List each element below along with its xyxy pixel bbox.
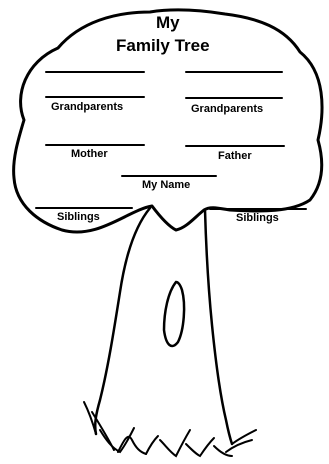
title-line-my: My	[156, 14, 180, 31]
tree-trunk-right-edge	[205, 210, 232, 444]
trunk-knot-hole	[164, 282, 184, 346]
label-grandparents-right: Grandparents	[191, 104, 263, 115]
tree-trunk-left-edge	[95, 208, 150, 434]
label-grandparents-left: Grandparents	[51, 102, 123, 113]
label-siblings-right: Siblings	[236, 213, 279, 224]
label-siblings-left: Siblings	[57, 212, 100, 223]
grass-tufts	[84, 402, 256, 456]
label-mother: Mother	[71, 149, 108, 160]
title-line-family-tree: Family Tree	[116, 37, 210, 54]
label-my-name: My Name	[142, 180, 190, 191]
label-father: Father	[218, 151, 252, 162]
